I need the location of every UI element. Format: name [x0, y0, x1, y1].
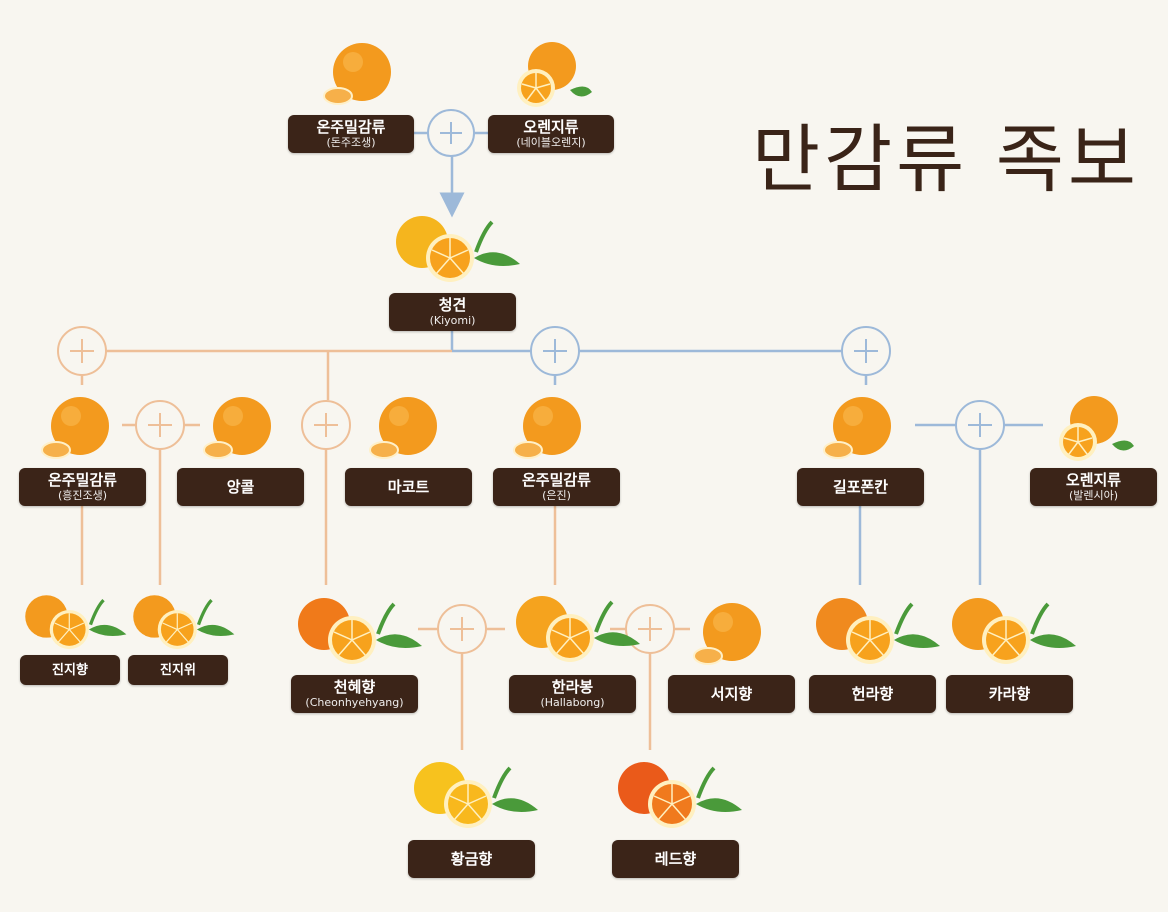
node-cheonhyehyang: 천혜향 (Cheonhyehyang) — [291, 675, 418, 713]
cross-row2-left-icon — [135, 400, 185, 450]
node-murcott: 마코트 — [345, 468, 472, 506]
node-sub: (은진) — [542, 489, 571, 502]
node-name: 앙콜 — [227, 479, 255, 496]
node-name: 길포폰칸 — [833, 479, 888, 496]
node-sub: (Hallabong) — [540, 696, 604, 709]
node-name: 온주밀감류 — [316, 119, 385, 136]
cross-row2-mid-icon — [301, 400, 351, 450]
node-satsuma-left: 온주밀감류 (흥진조생) — [19, 468, 146, 506]
citrus-slice-leaves-icon — [128, 592, 238, 654]
node-name: 청견 — [439, 297, 467, 314]
orange-half-icon — [1056, 396, 1136, 464]
citrus-slice-leaves-icon — [294, 594, 424, 670]
node-angkor: 앙콜 — [177, 468, 304, 506]
node-ponkan: 길포폰칸 — [797, 468, 924, 506]
citrus-slice-leaves-icon — [410, 758, 540, 834]
orange-half-icon — [514, 42, 594, 110]
node-karahyang: 카라향 — [946, 675, 1073, 713]
node-sub: (흥진조생) — [58, 489, 107, 502]
node-name: 진지위 — [160, 662, 196, 679]
node-sub: (Kiyomi) — [430, 314, 476, 327]
node-name: 헌라향 — [852, 686, 893, 703]
node-name: 진지향 — [52, 662, 88, 679]
citrus-slice-leaves-icon — [392, 212, 522, 288]
cross-row3-left-icon — [437, 604, 487, 654]
node-heonrahyang: 헌라향 — [809, 675, 936, 713]
node-hallabong: 한라봉 (Hallabong) — [509, 675, 636, 713]
node-jinjiwi: 진지위 — [128, 655, 228, 685]
cross-row2-right-icon — [955, 400, 1005, 450]
node-name: 카라향 — [989, 686, 1030, 703]
cross-left-icon — [57, 326, 107, 376]
citrus-slice-leaves-icon — [512, 590, 642, 670]
node-satsuma-top: 온주밀감류 (돈주조생) — [288, 115, 414, 153]
node-hwanggeumhyang: 황금향 — [408, 840, 535, 878]
node-name: 한라봉 — [552, 679, 593, 696]
node-sub: (돈주조생) — [326, 136, 375, 149]
tangerine-icon — [320, 42, 400, 110]
node-name: 오렌지류 — [1066, 472, 1121, 489]
node-sub: (Cheonhyehyang) — [305, 696, 403, 709]
cross-right-icon — [841, 326, 891, 376]
node-seojihyang: 서지향 — [668, 675, 795, 713]
tangerine-icon — [366, 396, 446, 464]
node-name: 레드향 — [655, 851, 696, 868]
node-jinjihyang: 진지향 — [20, 655, 120, 685]
node-sub: (네이블오렌지) — [516, 136, 585, 149]
node-kiyomi: 청견 (Kiyomi) — [389, 293, 516, 331]
cross-center-icon — [530, 326, 580, 376]
citrus-slice-leaves-icon — [614, 758, 744, 834]
node-name: 온주밀감류 — [48, 472, 117, 489]
tangerine-icon — [820, 396, 900, 464]
citrus-slice-leaves-icon — [812, 594, 942, 670]
node-name: 황금향 — [451, 851, 492, 868]
tangerine-icon — [38, 396, 118, 464]
node-orange-top: 오렌지류 (네이블오렌지) — [488, 115, 614, 153]
node-satsuma-mid: 온주밀감류 (은진) — [493, 468, 620, 506]
citrus-slice-leaves-icon — [948, 594, 1078, 670]
tangerine-icon — [200, 396, 280, 464]
node-orange-right: 오렌지류 (발렌시아) — [1030, 468, 1157, 506]
node-redhyang: 레드향 — [612, 840, 739, 878]
node-name: 온주밀감류 — [522, 472, 591, 489]
node-name: 오렌지류 — [523, 119, 578, 136]
page-title: 만감류 족보 — [752, 100, 1140, 207]
node-name: 천혜향 — [334, 679, 375, 696]
citrus-slice-leaves-icon — [20, 592, 130, 654]
node-sub: (발렌시아) — [1069, 489, 1118, 502]
cross-top-icon — [427, 109, 475, 157]
tangerine-icon — [510, 396, 590, 464]
tangerine-icon — [690, 602, 770, 670]
node-name: 서지향 — [711, 686, 752, 703]
node-name: 마코트 — [388, 479, 429, 496]
